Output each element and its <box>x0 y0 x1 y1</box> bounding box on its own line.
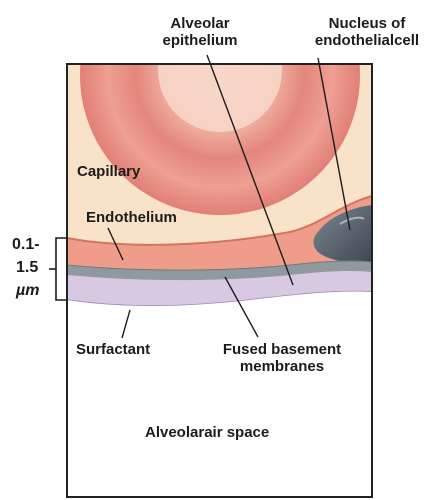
red-blood-cell-center <box>158 64 282 132</box>
leader-endothelium <box>107 227 124 261</box>
label-scale-unit: µm <box>16 282 40 299</box>
label-capillary: Capillary <box>77 163 141 180</box>
label-surfactant: Surfactant <box>76 341 151 358</box>
label-scale-value-2: 1.5 <box>16 259 39 276</box>
leader-nucleus <box>317 57 351 231</box>
diagram-frame <box>66 63 373 498</box>
label-fused-basement-membranes: Fused basement membranes <box>222 341 342 375</box>
endothelial-nucleus <box>313 205 372 263</box>
alveolar-epithelium-layer <box>67 270 372 306</box>
label-alveolar-epithelium: Alveolar epithelium <box>162 15 238 49</box>
leader-fused-membranes <box>224 276 259 338</box>
label-nucleus-of-endothelial-cell: Nucleus of endothelialcell <box>314 15 420 49</box>
alveolar-air-space <box>67 291 372 497</box>
basement-membrane-layer <box>67 260 372 281</box>
leader-alveolar-epithelium <box>206 54 294 286</box>
leader-surfactant <box>121 309 131 339</box>
label-scale-value-1: 0.1- <box>12 236 40 253</box>
label-alveolar-air-space: Alveolarair space <box>145 424 270 441</box>
red-blood-cell <box>80 64 360 215</box>
thickness-bracket <box>49 237 67 301</box>
label-endothelium: Endothelium <box>86 209 177 226</box>
